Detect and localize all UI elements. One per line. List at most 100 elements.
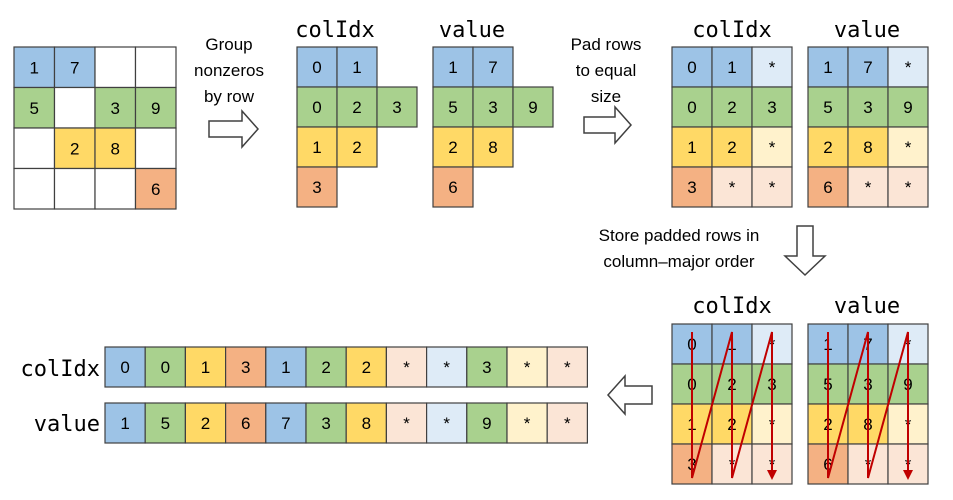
matrix-cell: 2	[711, 126, 753, 168]
cell-fill	[225, 346, 267, 388]
cell-value: 3	[767, 98, 776, 117]
matrix-cell: 3	[376, 86, 418, 128]
matrix-cell: 2	[345, 346, 388, 388]
cell-value: 9	[151, 99, 160, 118]
matrix-cell: *	[711, 166, 753, 208]
zigzag-arrow	[827, 331, 913, 480]
matrix-cell: *	[887, 166, 929, 208]
matrix-cell: 0	[671, 86, 713, 128]
matrix-cell: 8	[847, 126, 889, 168]
right-arrow-icon	[208, 109, 260, 149]
cell-value: 5	[30, 99, 39, 118]
cell-value: 6	[241, 414, 250, 433]
cell-value: 2	[352, 98, 361, 117]
cell-fill	[385, 402, 428, 444]
cell-fill	[13, 167, 56, 210]
left-arrow-icon	[606, 374, 653, 416]
cell-fill	[751, 46, 793, 88]
matrix-cell	[53, 86, 96, 129]
cell-value: 2	[727, 98, 736, 117]
caption-pad-rows: Pad rows to equal size	[571, 35, 642, 106]
down-arrow-icon	[783, 225, 827, 277]
cell-fill	[711, 86, 753, 128]
matrix-cell	[134, 127, 177, 170]
cell-value: 7	[70, 58, 79, 77]
cell-value: *	[905, 58, 912, 77]
matrix-cell: 5	[807, 86, 849, 128]
caption-line: Group	[205, 35, 252, 54]
matrix-cell: 3	[225, 346, 267, 388]
matrix-cell: *	[385, 402, 428, 444]
matrix-cell: 7	[53, 46, 96, 89]
cell-fill	[512, 86, 554, 128]
cell-value: 7	[281, 414, 290, 433]
cell-fill	[385, 346, 428, 388]
cell-value: 1	[281, 358, 290, 377]
cell-fill	[432, 46, 474, 88]
cell-value: *	[769, 58, 776, 77]
cell-value: 2	[201, 414, 210, 433]
matrix-cell: 3	[305, 402, 347, 444]
cell-fill	[751, 86, 793, 128]
cell-value: 2	[823, 138, 832, 157]
flat-colidx-label: colIdx	[21, 357, 100, 382]
cell-fill	[546, 402, 589, 444]
cell-value: 2	[321, 358, 330, 377]
cell-fill	[472, 126, 514, 168]
zigzag-arrow	[691, 331, 777, 480]
matrix-cell: 7	[472, 46, 514, 88]
matrix-cell: 8	[94, 127, 137, 170]
matrix-cell: 3	[847, 86, 889, 128]
cell-value: 5	[823, 98, 832, 117]
cell-fill	[53, 86, 96, 129]
matrix-cell: 6	[807, 166, 849, 208]
matrix-cell: 2	[711, 86, 753, 128]
matrix-cell: *	[546, 402, 589, 444]
cell-fill	[506, 402, 548, 444]
cell-fill	[13, 46, 56, 89]
cell-value: 3	[488, 98, 497, 117]
cell-value: 0	[687, 98, 696, 117]
matrix-cell: 5	[144, 402, 186, 444]
matrix-cell: 9	[134, 86, 177, 129]
matrix-cell: *	[887, 46, 929, 88]
cell-fill	[144, 346, 186, 388]
matrix-cell: 0	[296, 46, 338, 88]
cell-fill	[671, 166, 713, 208]
matrix-cell: 1	[296, 126, 338, 168]
cell-value: *	[524, 358, 531, 377]
cell-fill	[345, 346, 388, 388]
cell-fill	[432, 126, 474, 168]
caption-line: by row	[204, 87, 255, 106]
colidx-header: colIdx	[692, 294, 771, 319]
matrix-cell: *	[751, 166, 793, 208]
cell-value: 1	[201, 358, 210, 377]
matrix-cell: 1	[336, 46, 378, 88]
colidx-header: colIdx	[295, 18, 374, 43]
cell-value: 8	[863, 138, 872, 157]
matrix-cell: *	[385, 346, 428, 388]
cell-fill	[807, 166, 849, 208]
cell-value: 1	[120, 414, 129, 433]
cell-value: 9	[903, 98, 912, 117]
cell-value: 1	[727, 58, 736, 77]
matrix-cell: 0	[144, 346, 186, 388]
cell-value: 2	[362, 358, 371, 377]
caption-line: Store padded rows in	[599, 226, 760, 245]
cell-value: 1	[312, 138, 321, 157]
cell-value: *	[443, 414, 450, 433]
cell-value: *	[865, 178, 872, 197]
cell-value: *	[524, 414, 531, 433]
cell-value: 3	[392, 98, 401, 117]
cell-value: 0	[120, 358, 129, 377]
cell-value: 0	[687, 58, 696, 77]
matrix-cell: *	[506, 402, 548, 444]
cell-fill	[671, 126, 713, 168]
matrix-cell: 0	[104, 346, 146, 388]
cell-value: 2	[448, 138, 457, 157]
cell-fill	[104, 402, 146, 444]
cell-value: *	[403, 414, 410, 433]
right-arrow-icon	[583, 105, 633, 145]
caption-line: to equal	[576, 61, 637, 80]
